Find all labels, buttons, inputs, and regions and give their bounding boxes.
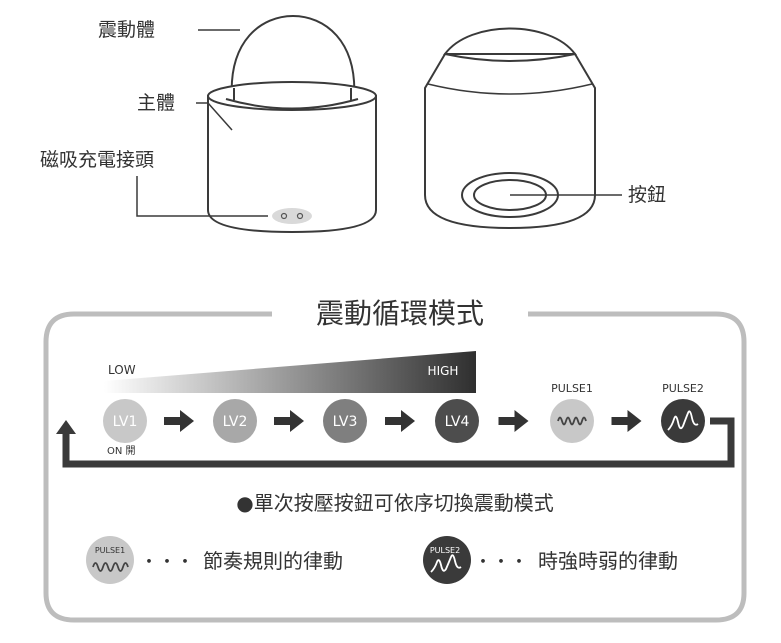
mode-pulse1 (550, 399, 594, 443)
bottom-dome-top (443, 27, 577, 55)
mode-frame (43, 311, 747, 623)
main-body (207, 95, 377, 234)
legend-pulse2-dots: ・・・ (474, 552, 528, 573)
pulse1-label: PULSE1 (551, 382, 593, 395)
level-lv1: LV1 (103, 399, 147, 443)
arrow-right-icon (498, 410, 529, 432)
body-rim (207, 81, 377, 111)
label-vibrator: 震動體 (98, 19, 155, 41)
legend-pulse2-wave-icon (430, 554, 462, 573)
instruction-text: ●單次按壓按鈕可依序切換震動模式 (236, 491, 553, 515)
level-label: LV2 (223, 414, 248, 430)
arrow-right-icon (611, 410, 642, 432)
legend-pulse1: PULSE1 ・・・ 節奏規則的律動 (86, 536, 343, 584)
label-magnetic-charger: 磁吸充電接頭 (40, 149, 154, 171)
level-label: LV4 (445, 414, 470, 430)
ramp-high-label: HIGH (428, 364, 459, 378)
level-lv3: LV3 (323, 399, 367, 443)
legend-pulse1-badge (86, 536, 134, 584)
legend-pulse2-desc: 時強時弱的律動 (538, 549, 678, 573)
vibrator-dome (230, 14, 356, 101)
label-body: 主體 (137, 92, 175, 114)
cycle-return-line (62, 417, 735, 468)
mode-pulse2 (661, 399, 705, 443)
legend-pulse2-badge-label: PULSE2 (430, 546, 460, 555)
device-front-view (207, 14, 377, 234)
leader-lines-front (136, 29, 268, 217)
arrow-right-icon (164, 410, 194, 432)
pulse2-wave-icon (667, 410, 699, 431)
on-label: ON 開 (107, 445, 136, 457)
pulse2-label: PULSE2 (662, 382, 704, 395)
mode-title: 震動循環模式 (316, 297, 484, 330)
intensity-ramp (104, 351, 476, 393)
arrow-right-icon (274, 410, 304, 432)
legend-pulse1-dots: ・・・ (140, 552, 194, 573)
legend-pulse1-desc: 節奏規則的律動 (203, 549, 343, 573)
legend-pulse2: PULSE2 ・・・ 時強時弱的律動 (423, 536, 678, 584)
device-bottom-view (424, 27, 596, 230)
cycle-return-arrowhead (56, 420, 76, 434)
legend-pulse1-wave-icon (92, 562, 129, 572)
ramp-low-label: LOW (108, 363, 136, 377)
level-label: LV3 (333, 414, 358, 430)
legend-pulse2-badge (423, 536, 471, 584)
arrow-right-icon (385, 410, 415, 432)
label-button: 按鈕 (628, 184, 666, 206)
levels-layer: LV1 LV2 LV3 LV4 (103, 399, 705, 443)
legend-pulse1-badge-label: PULSE1 (95, 546, 125, 555)
level-label: LV1 (113, 414, 138, 430)
level-lv4: LV4 (435, 399, 479, 443)
charger-pad (272, 208, 312, 224)
level-lv2: LV2 (213, 399, 257, 443)
pulse1-wave-icon (557, 416, 587, 426)
